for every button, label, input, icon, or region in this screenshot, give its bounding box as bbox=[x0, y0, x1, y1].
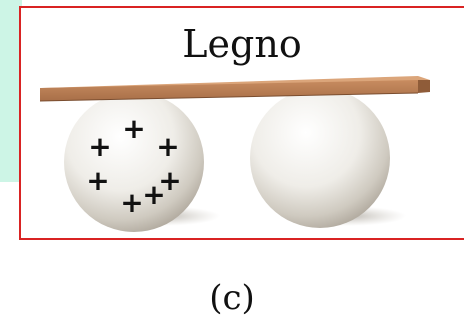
right-sphere bbox=[250, 88, 390, 228]
plus-charge: + bbox=[122, 112, 145, 145]
wooden-plank bbox=[40, 76, 430, 101]
wood-label: Legno bbox=[172, 22, 312, 66]
plus-charge: + bbox=[86, 164, 109, 197]
plus-charge: + bbox=[156, 130, 179, 163]
plus-charge: + bbox=[88, 130, 111, 163]
figure-caption: (c) bbox=[192, 278, 272, 318]
plus-charge: + bbox=[120, 186, 143, 219]
plus-charge: + bbox=[142, 178, 165, 211]
